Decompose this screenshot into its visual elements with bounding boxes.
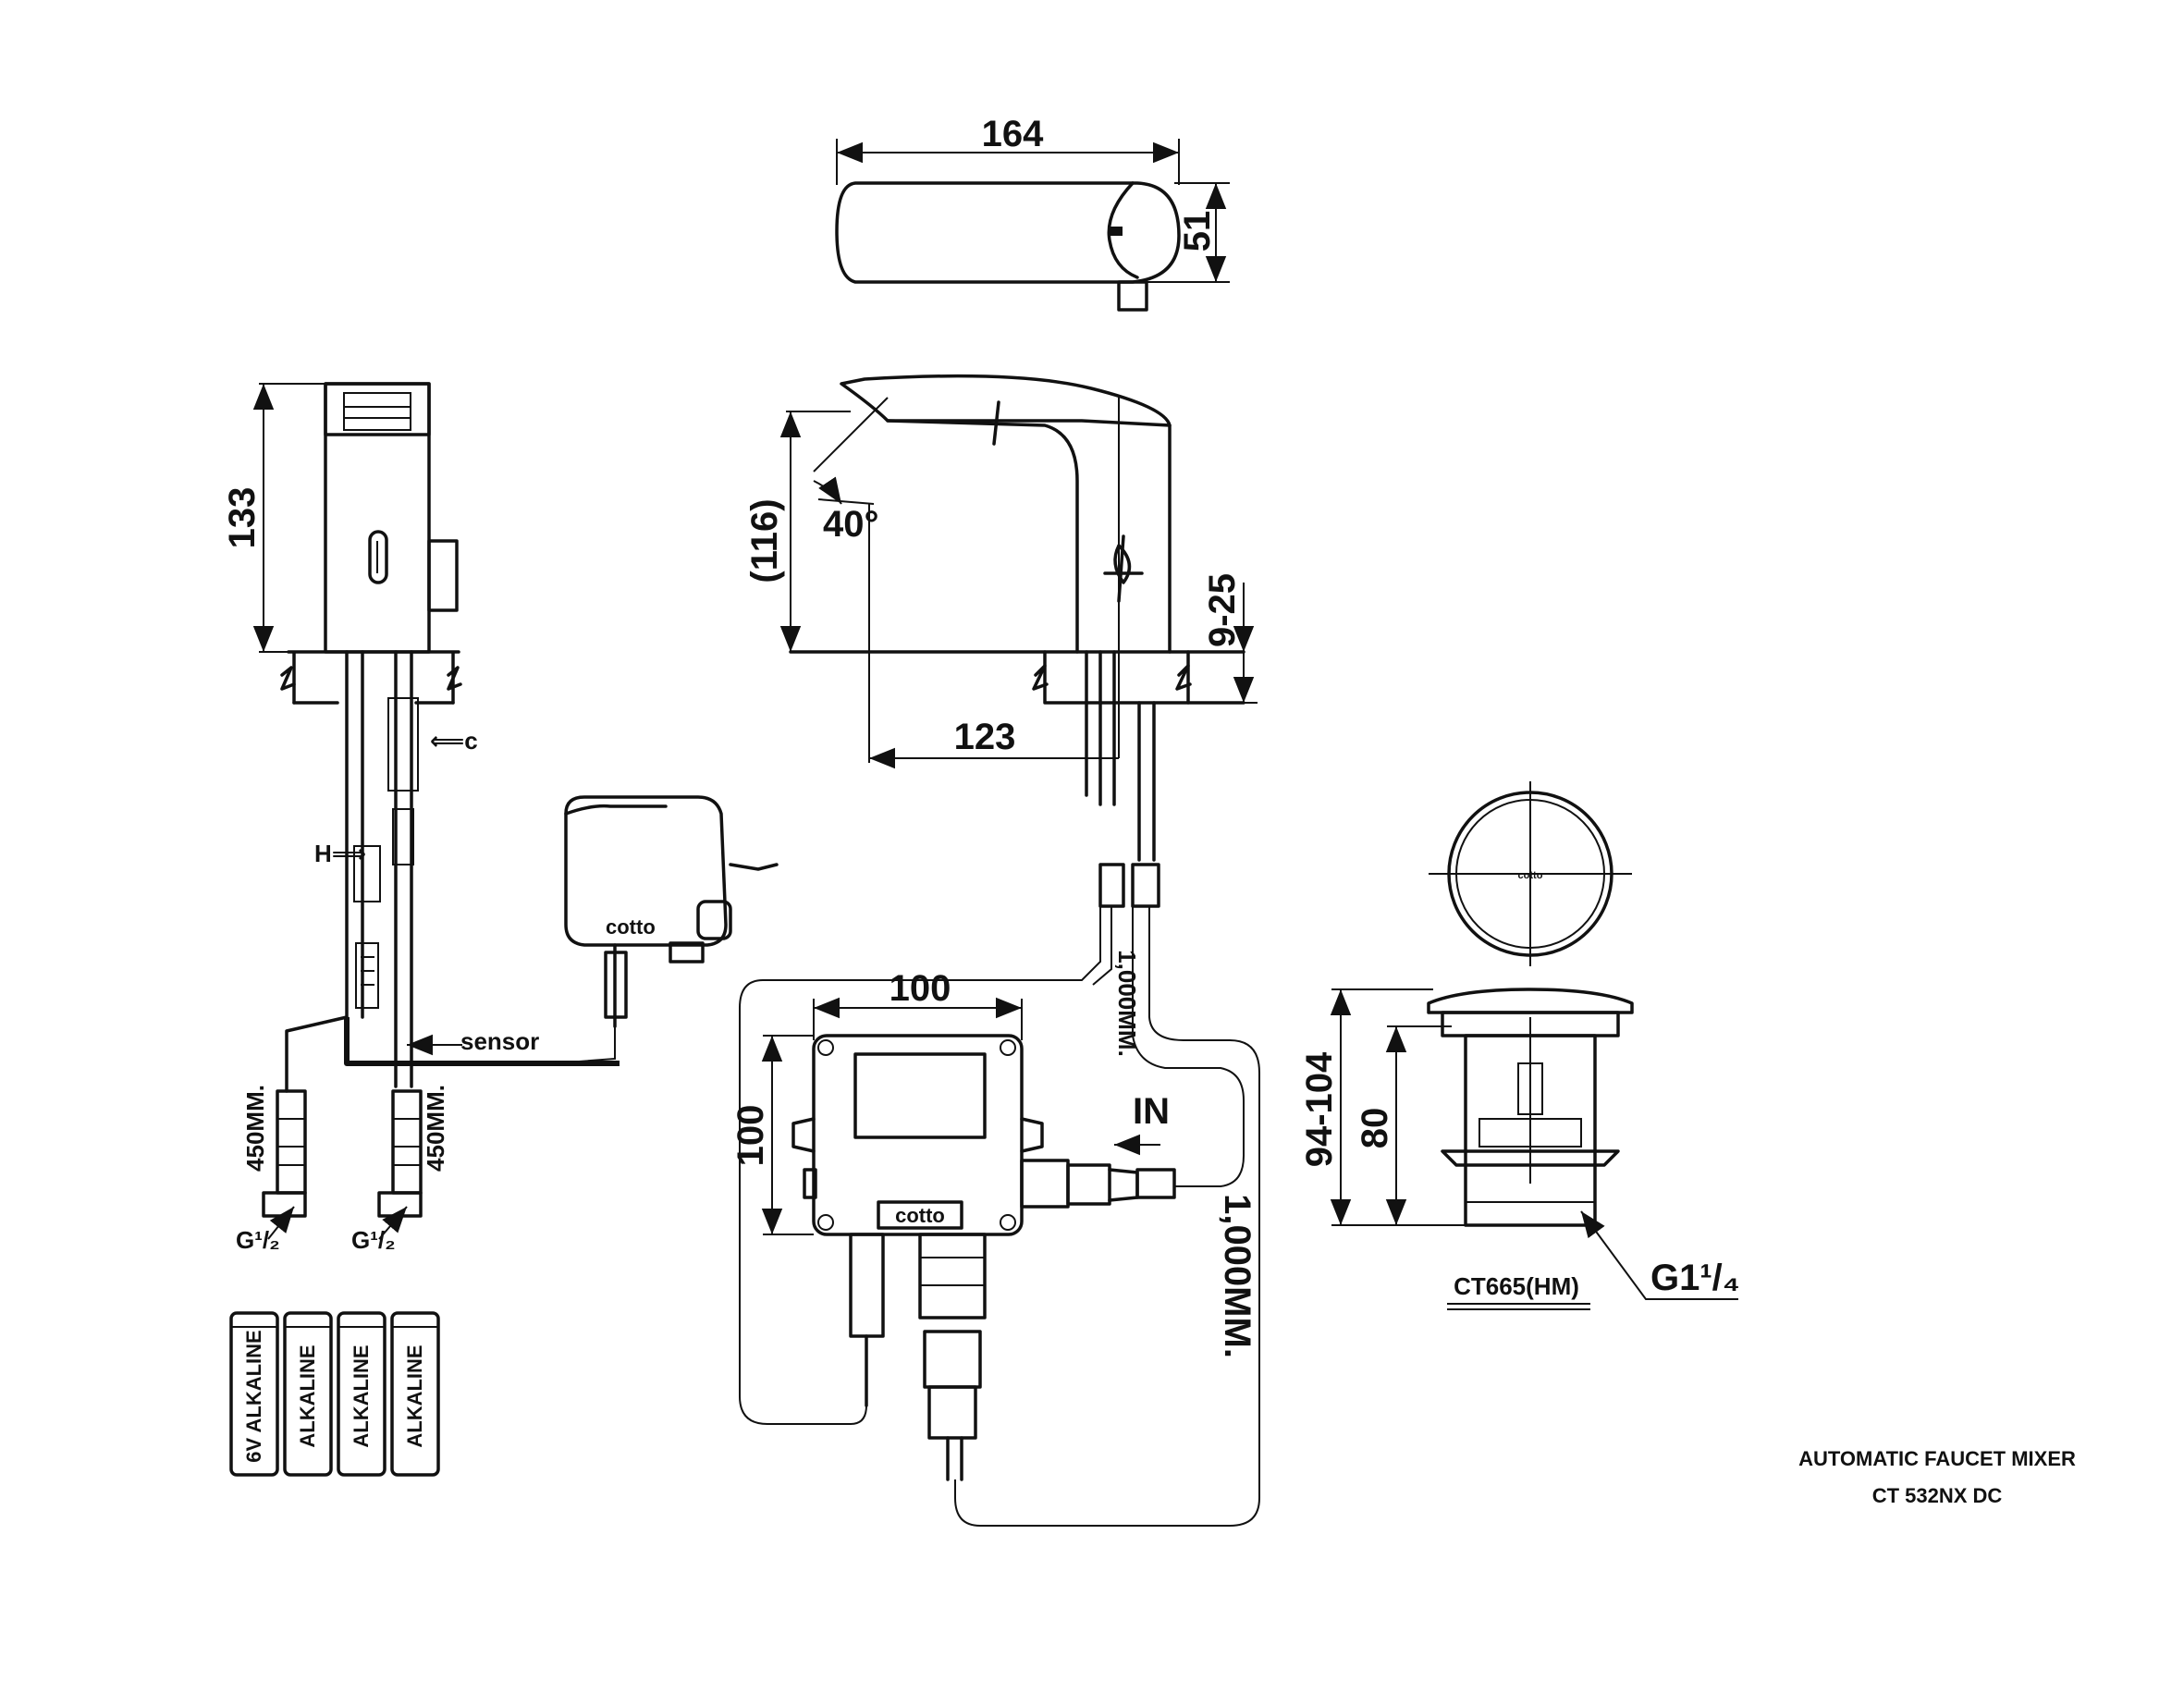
- svg-text:H⟹: H⟹: [314, 840, 366, 867]
- dim-cable-long: 1,000MM.: [1217, 1194, 1258, 1358]
- title-product: AUTOMATIC FAUCET MIXER: [1798, 1447, 2076, 1470]
- dim-top-width: 164: [982, 114, 1044, 154]
- dim-side-height: 133: [222, 487, 263, 549]
- dim-reach: 123: [954, 717, 1016, 757]
- label-sensor: sensor: [460, 1027, 539, 1055]
- label-thread-left: G¹/₂: [236, 1226, 280, 1254]
- dim-deck-thickness: 9-25: [1202, 573, 1243, 647]
- dim-hose-right: 450MM.: [422, 1085, 449, 1172]
- label-brand-box: cotto: [895, 1204, 945, 1227]
- dim-drain-inner: 80: [1355, 1108, 1395, 1149]
- dim-box-width: 100: [890, 968, 951, 1009]
- drain-view: cotto 94-104 80 G1¹/₄ CT665(HM): [1299, 781, 1740, 1310]
- title-model: CT 532NX DC: [1872, 1484, 2003, 1507]
- battery-label-1: 6V ALKALINE: [242, 1330, 265, 1462]
- dim-spout-angle: 40°: [823, 504, 879, 545]
- sensor-module: cotto: [564, 795, 779, 1028]
- battery-label-4: ALKALINE: [403, 1344, 426, 1447]
- batteries: 6V ALKALINE ALKALINE ALKALINE ALKALINE: [229, 1311, 440, 1477]
- dim-cable-short: 1,000MM.: [1113, 950, 1141, 1057]
- battery-label-3: ALKALINE: [350, 1344, 373, 1447]
- label-inlet: IN: [1133, 1091, 1170, 1132]
- dim-box-height: 100: [730, 1105, 771, 1167]
- side-view: ⟸c H⟹ sensor 133: [222, 382, 620, 1088]
- svg-text:⟸c: ⟸c: [430, 727, 478, 755]
- title-block: AUTOMATIC FAUCET MIXER CT 532NX DC: [1798, 1447, 2076, 1507]
- svg-text:cotto: cotto: [606, 915, 656, 939]
- label-brand-cap: cotto: [1518, 870, 1543, 881]
- faucet-front-view: 40° (116) 9-25 123: [744, 374, 1258, 908]
- dim-top-height: 51: [1177, 211, 1218, 252]
- control-box: cotto IN 100 100: [730, 968, 1176, 1481]
- dim-drain-height: 94-104: [1299, 1051, 1340, 1167]
- dim-hose-left: 450MM.: [241, 1085, 269, 1172]
- hoses: 450MM. 450MM. G¹/₂ G¹/₂: [236, 1015, 449, 1254]
- top-view: 164 51: [835, 114, 1230, 312]
- dim-spout-height: (116): [744, 498, 785, 583]
- label-drain-thread: G1¹/₄: [1650, 1258, 1740, 1298]
- cables: 1,000MM. 1,000MM.: [739, 906, 1260, 1527]
- label-drain-model: CT665(HM): [1454, 1272, 1579, 1300]
- label-thread-right: G¹/₂: [351, 1226, 396, 1254]
- battery-label-2: ALKALINE: [296, 1344, 319, 1447]
